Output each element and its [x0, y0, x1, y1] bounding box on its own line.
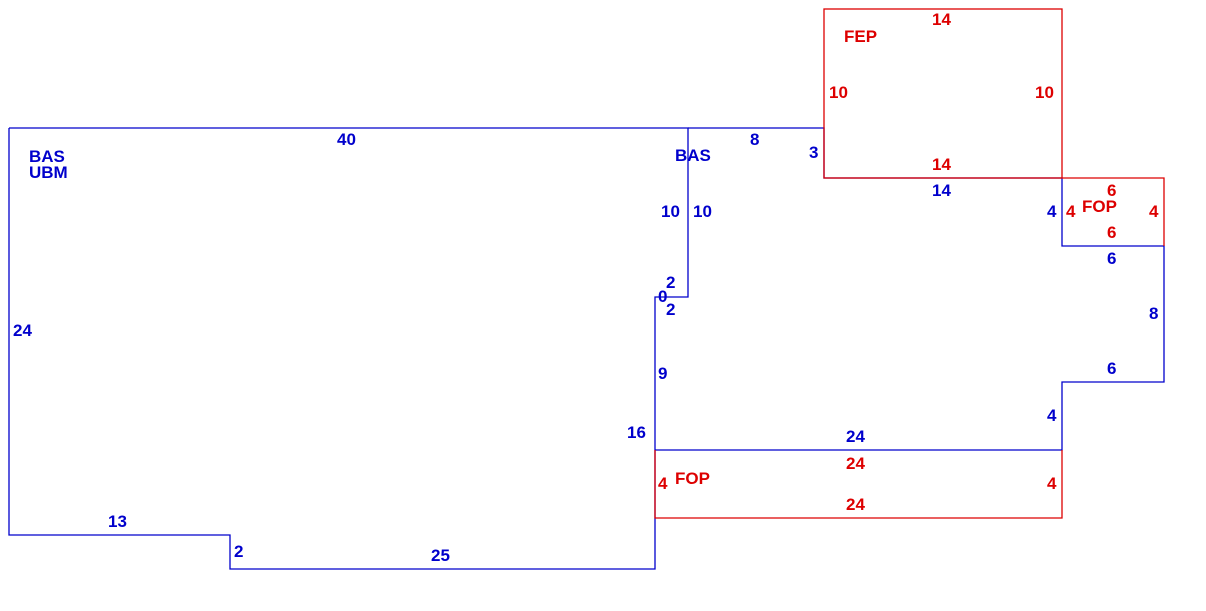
- dim-fep-bottom: 14: [932, 155, 951, 174]
- fop-right-label: FOP: [1082, 197, 1117, 216]
- bas-left-label: BAS: [29, 147, 65, 166]
- dim-top-3: 3: [809, 143, 818, 162]
- dim-bas-4: 4: [1047, 202, 1057, 221]
- dim-inner-10-a: 10: [661, 202, 680, 221]
- dim-inner-9: 9: [658, 364, 667, 383]
- dim-middle-height: 16: [627, 423, 646, 442]
- fop-right-outline: [1062, 177, 1165, 246]
- dim-bas-6-a: 6: [1107, 249, 1116, 268]
- dim-bas-8: 8: [1149, 304, 1158, 323]
- dim-fep-right: 10: [1035, 83, 1054, 102]
- dim-fop-b-top: 24: [846, 454, 865, 473]
- ubm-left-label: UBM: [29, 163, 68, 182]
- dim-top-8: 8: [750, 130, 759, 149]
- dim-bas-6-b: 6: [1107, 359, 1116, 378]
- dim-fop-r-top: 6: [1107, 181, 1116, 200]
- dim-fop-b-bottom: 24: [846, 495, 865, 514]
- dim-left-bottom: 13: [108, 512, 127, 531]
- dim-fop-r-bottom: 6: [1107, 223, 1116, 242]
- fep-label: FEP: [844, 27, 877, 46]
- dim-bas-4-b: 4: [1047, 406, 1057, 425]
- dim-inner-10-b: 10: [693, 202, 712, 221]
- bas-outline: [8, 127, 689, 570]
- dim-left-side: 24: [13, 321, 32, 340]
- dim-fop-r-left: 4: [1066, 202, 1076, 221]
- dim-step-left: 2: [234, 542, 243, 561]
- bas-right-outline: [655, 127, 1165, 451]
- dim-fop-b-left: 4: [658, 474, 668, 493]
- dim-inner-2-a: 2: [666, 273, 675, 292]
- dim-fop-r-right: 4: [1149, 202, 1159, 221]
- dim-fep-top: 14: [932, 10, 951, 29]
- fop-bottom-label: FOP: [675, 469, 710, 488]
- fop-bottom-outline: [654, 450, 1063, 519]
- dim-bas-14: 14: [932, 181, 951, 200]
- dim-inner-2-b: 2: [666, 300, 675, 319]
- dim-left-top: 40: [337, 130, 356, 149]
- dim-fep-left: 10: [829, 83, 848, 102]
- bas-right-label: BAS: [675, 146, 711, 165]
- fep-outline: [823, 8, 1063, 179]
- dim-fop-b-right: 4: [1047, 474, 1057, 493]
- dim-bottom-long: 25: [431, 546, 450, 565]
- dim-bas-24: 24: [846, 427, 865, 446]
- dim-inner-0: 0: [658, 287, 667, 306]
